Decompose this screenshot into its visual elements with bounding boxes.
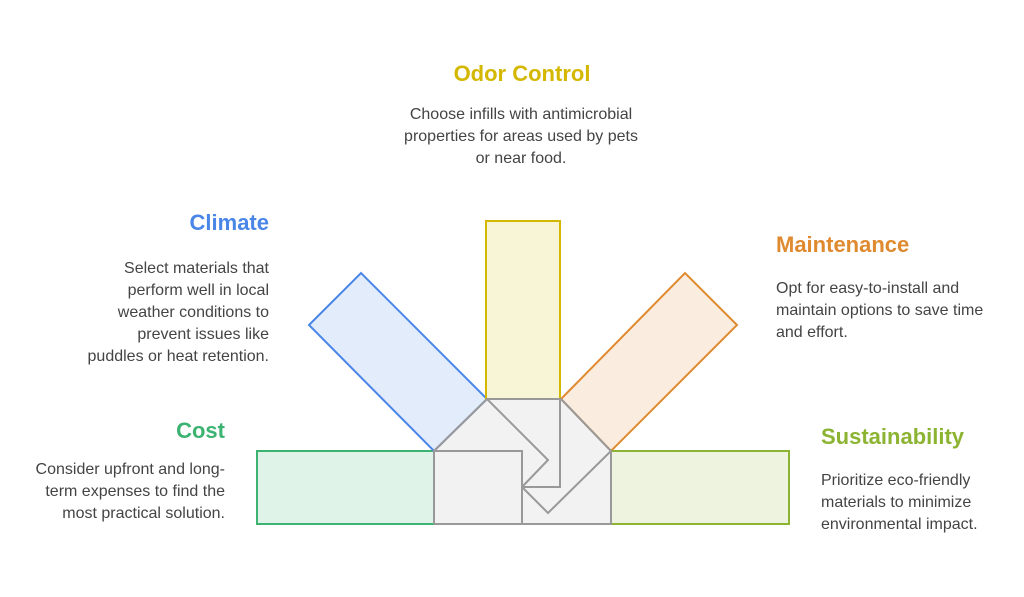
cost-title: Cost (176, 418, 225, 443)
climate-title: Climate (189, 210, 269, 235)
cost-description: Consider upfront and long-term expenses … (35, 461, 225, 522)
climate-description: Select materials that perform well in lo… (87, 260, 269, 365)
odor-control-description: Choose infills with antimicrobial proper… (404, 106, 638, 167)
hub-connectors (433, 397, 613, 525)
hub-connector-climate (433, 397, 550, 488)
maintenance-blade (559, 271, 739, 453)
maintenance-title: Maintenance (776, 232, 910, 257)
maintenance-description: Opt for easy-to-install and maintain opt… (776, 280, 984, 341)
sustainability-description: Prioritize eco-friendly materials to min… (821, 472, 978, 533)
odor-control-title: Odor Control (453, 61, 591, 86)
sustainability-blade (610, 450, 790, 525)
cost-blade (256, 450, 435, 525)
odor-control-blade (485, 220, 561, 400)
sustainability-title: Sustainability (821, 424, 965, 449)
hub-connector-odor (486, 398, 561, 488)
hub-connector-maintenance (521, 398, 613, 515)
